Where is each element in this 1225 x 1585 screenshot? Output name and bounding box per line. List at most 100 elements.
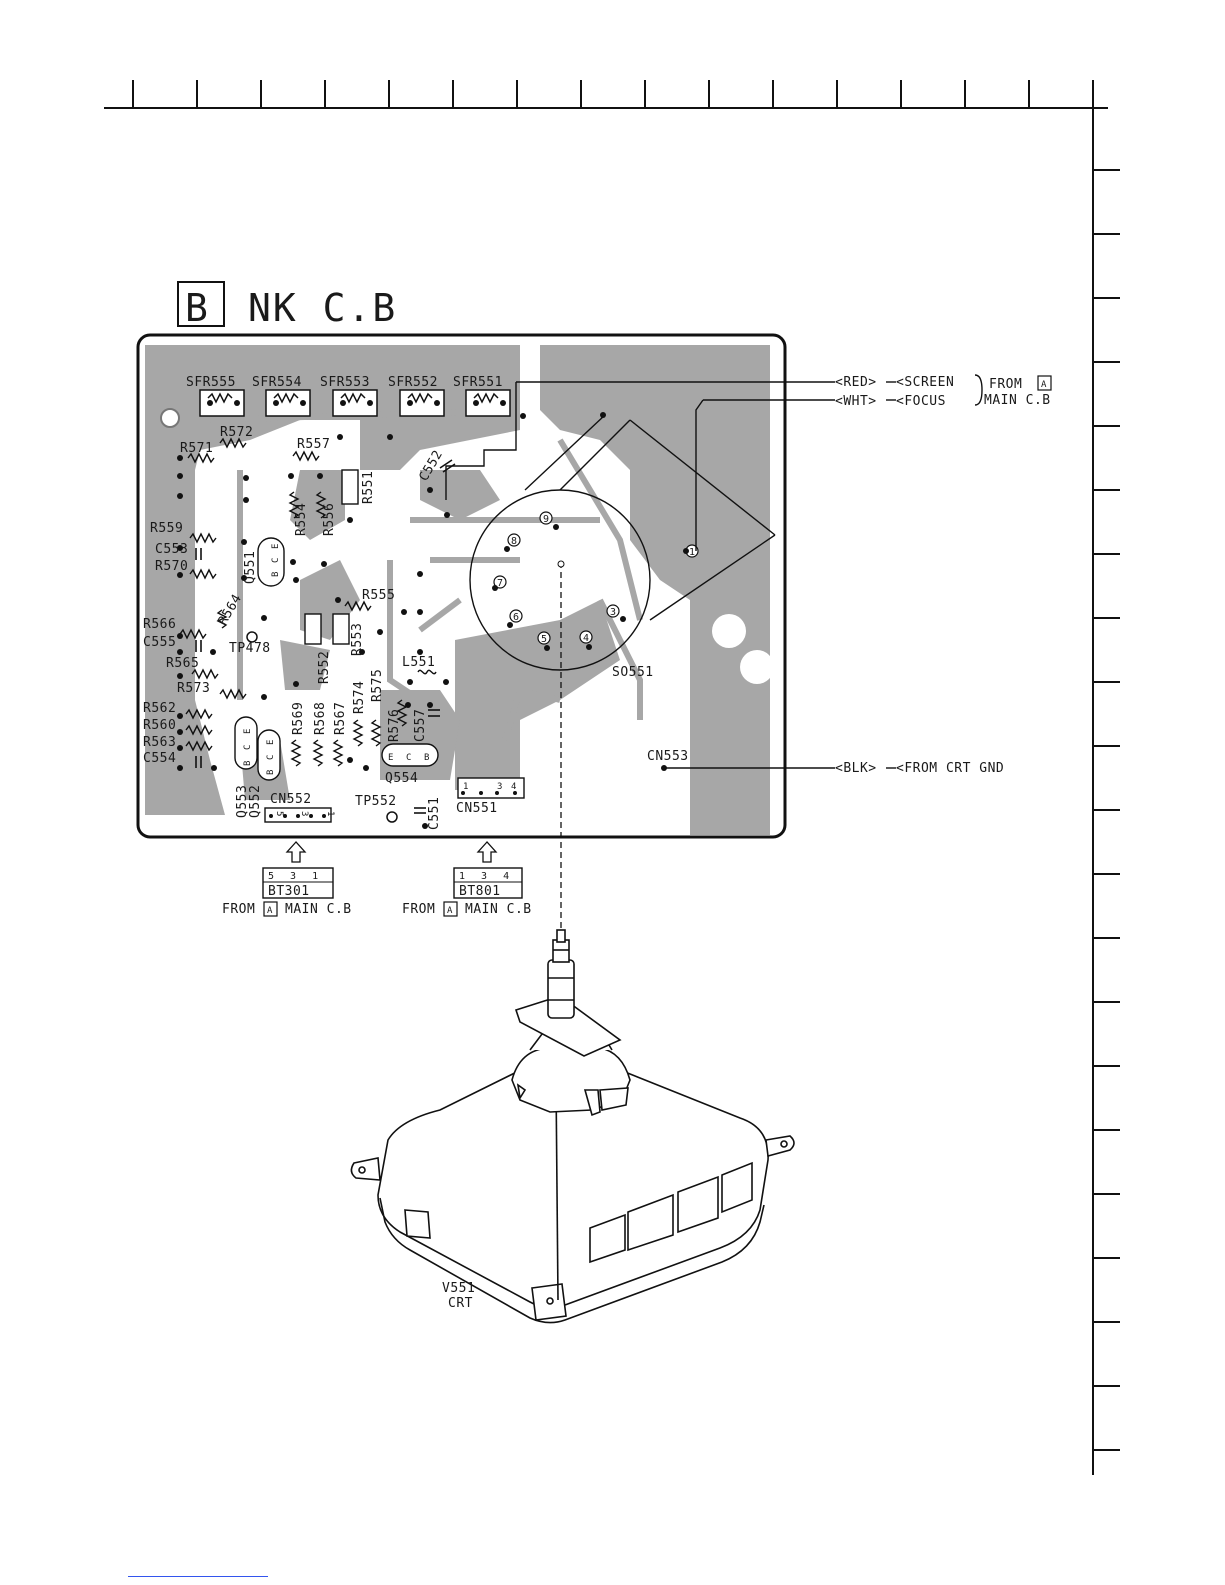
tp478-label: TP478 — [229, 641, 271, 656]
resistor-label: R573 — [177, 681, 210, 696]
socket-so551 — [469, 414, 776, 671]
socket-pin-number: 4 — [583, 633, 589, 644]
tp478-pad — [246, 631, 258, 643]
ic-label: SFR551 — [453, 375, 503, 390]
red-signal: <RED> — [835, 375, 877, 390]
wht-signal: <WHT> — [835, 394, 877, 409]
cn551-body — [457, 777, 525, 799]
resistor-label: R560 — [143, 718, 176, 733]
socket-pin-number: 5 — [541, 634, 547, 645]
q551-pin: B — [271, 572, 281, 577]
q551-pin: E — [271, 544, 281, 549]
resistor-label: R570 — [155, 559, 188, 574]
capacitor-label: C553 — [155, 542, 188, 557]
transistor-pins: E C B E C B B C E B C E — [243, 544, 429, 775]
l551-label: L551 — [402, 655, 435, 670]
sfr-labels: SFR555 SFR554 SFR553 SFR552 SFR551 — [186, 375, 503, 390]
resistor-label: R566 — [143, 617, 176, 632]
r551-label: R551 — [361, 471, 376, 504]
focus-signal: <FOCUS — [896, 394, 946, 409]
cn551-pin: 4 — [511, 782, 516, 792]
r555-label: R555 — [362, 588, 395, 603]
cn553-label: CN553 — [647, 749, 689, 764]
q554-pin: C — [406, 753, 411, 763]
crt-ref-label: V551 — [442, 1281, 475, 1296]
resistor-symbols — [179, 437, 437, 767]
r552-label: R552 — [317, 651, 332, 684]
q554-pin: B — [424, 753, 429, 763]
socket-pin-number: 6 — [513, 612, 519, 623]
board-title: NK C.B — [248, 286, 397, 330]
r554-label: R554 — [294, 503, 309, 536]
q552-pin: C — [266, 755, 276, 760]
tp552-label: TP552 — [355, 794, 397, 809]
signal-wires — [445, 374, 983, 769]
bt801-name: BT801 — [459, 884, 501, 899]
cn552-label: CN552 — [270, 792, 312, 807]
q553-pin: B — [243, 761, 253, 766]
transistor-outlines — [234, 537, 439, 781]
cn551-pin: 1 — [463, 782, 468, 792]
q553-pin: C — [243, 745, 253, 750]
bt801-box: A — [447, 906, 453, 916]
q553-pin: E — [243, 729, 253, 734]
from-box — [1037, 375, 1052, 391]
ic-label: SFR553 — [320, 375, 370, 390]
r569-label: R569 — [291, 702, 306, 735]
from-box-letter: A — [1041, 380, 1047, 390]
connector-bt301: 5 3 1 BT301 FROM A MAIN C.B — [222, 841, 352, 917]
socket-pin-number: 1 — [689, 547, 695, 558]
q551-label: Q551 — [243, 551, 258, 584]
board-letter: B — [185, 286, 210, 330]
bottom-link-line — [128, 1576, 268, 1577]
so551-label: SO551 — [612, 665, 654, 680]
socket-pin-number: 3 — [610, 607, 616, 618]
crt-gnd-signal: <FROM CRT GND — [896, 761, 1004, 776]
resistor-label: R571 — [180, 441, 213, 456]
from-label: FROM — [989, 377, 1022, 392]
resistor-label: R572 — [220, 425, 253, 440]
r576-label: R576 — [387, 709, 402, 742]
bt801-dest: MAIN C.B — [465, 902, 532, 917]
resistor-label: R565 — [166, 656, 199, 671]
ic-label: SFR552 — [388, 375, 438, 390]
bt301-pins: 5 3 1 — [268, 871, 318, 882]
q554-pin: E — [388, 753, 393, 763]
r556-label: R556 — [322, 503, 337, 536]
c551-label: C551 — [427, 797, 442, 830]
resistor-label: R563 — [143, 735, 176, 750]
r567-label: R567 — [333, 702, 348, 735]
bt301-from: FROM — [222, 902, 255, 917]
cn551-pin: 3 — [497, 782, 502, 792]
sheet-frame — [104, 80, 1120, 1475]
tp552-pad — [386, 811, 398, 823]
socket-pin-marks — [493, 511, 699, 645]
r575-label: R575 — [370, 669, 385, 702]
resistor-label: R562 — [143, 701, 176, 716]
bt301-dest: MAIN C.B — [285, 902, 352, 917]
resistor-label: R557 — [297, 437, 330, 452]
r553-label: R553 — [350, 623, 365, 656]
cn552-pin: 1 — [325, 811, 335, 816]
q554-label: Q554 — [385, 771, 418, 786]
capacitor-label: C554 — [143, 751, 176, 766]
r574-label: R574 — [352, 681, 367, 714]
blk-signal: <BLK> — [835, 761, 877, 776]
q553-label: Q553 — [235, 785, 250, 818]
socket-pin-number: 9 — [543, 514, 549, 525]
ic-label: SFR555 — [186, 375, 236, 390]
cn552-pin: 5 — [274, 811, 284, 816]
socket-pin-number: 8 — [511, 536, 517, 547]
resistor-label: R559 — [150, 521, 183, 536]
bt801-pins: 1 3 4 — [459, 871, 509, 882]
main-cb-label: MAIN C.B — [984, 393, 1051, 408]
bt301-box: A — [267, 906, 273, 916]
q552-label: Q552 — [248, 785, 263, 818]
q552-pin: E — [266, 740, 276, 745]
cn551-label: CN551 — [456, 801, 498, 816]
board-letter-box — [177, 281, 225, 327]
c557-label: C557 — [413, 709, 428, 742]
bt301-name: BT301 — [268, 884, 310, 899]
socket-pin-numbers: 9 8 7 6 5 4 3 1 — [497, 514, 695, 645]
